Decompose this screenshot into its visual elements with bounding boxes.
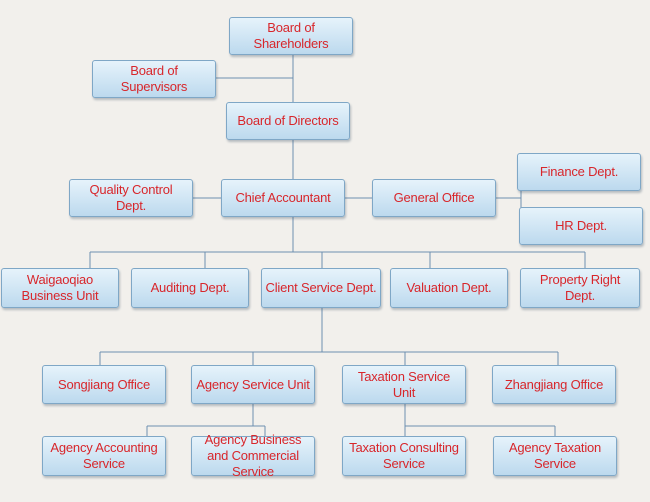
agency-taxation-service-box[interactable]: Agency Taxation Service	[493, 436, 617, 476]
board-of-shareholders-box[interactable]: Board of Shareholders	[229, 17, 353, 55]
general-office-box[interactable]: General Office	[372, 179, 496, 217]
property-right-dept-box[interactable]: Property Right Dept.	[520, 268, 640, 308]
waigaoqiao-business-unit-box[interactable]: Waigaoqiao Business Unit	[1, 268, 119, 308]
client-service-dept-box[interactable]: Client Service Dept.	[261, 268, 381, 308]
finance-dept-box[interactable]: Finance Dept.	[517, 153, 641, 191]
agency-accounting-service-box[interactable]: Agency Accounting Service	[42, 436, 166, 476]
auditing-dept-box[interactable]: Auditing Dept.	[131, 268, 249, 308]
hr-dept-box[interactable]: HR Dept.	[519, 207, 643, 245]
agency-business-commercial-service-box[interactable]: Agency Business and Commercial Service	[191, 432, 315, 479]
taxation-consulting-service-box[interactable]: Taxation Consulting Service	[342, 436, 466, 476]
valuation-dept-box[interactable]: Valuation Dept.	[390, 268, 508, 308]
songjiang-office-box[interactable]: Songjiang Office	[42, 365, 166, 404]
taxation-service-unit-box[interactable]: Taxation Service Unit	[342, 365, 466, 404]
quality-control-dept-box[interactable]: Quality Control Dept.	[69, 179, 193, 217]
zhangjiang-office-box[interactable]: Zhangjiang Office	[492, 365, 616, 404]
agency-service-unit-box[interactable]: Agency Service Unit	[191, 365, 315, 404]
board-of-directors-box[interactable]: Board of Directors	[226, 102, 350, 140]
board-of-supervisors-box[interactable]: Board of Supervisors	[92, 60, 216, 98]
chief-accountant-box[interactable]: Chief Accountant	[221, 179, 345, 217]
